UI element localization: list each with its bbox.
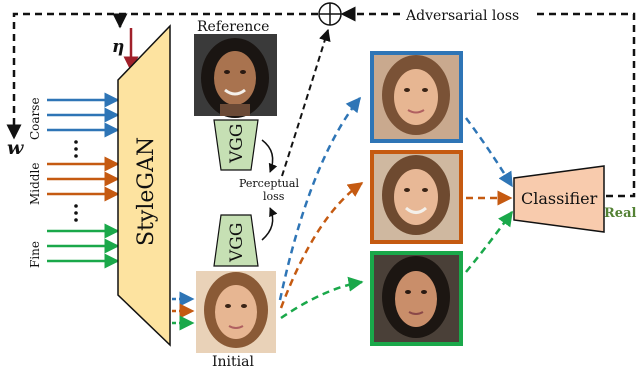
- perceptual-loss-label-1: Perceptual: [239, 177, 299, 190]
- coarse-face-to-classifier-arrow: [464, 117, 514, 188]
- vgg-top-label: VGG: [227, 124, 247, 164]
- real-label: Real: [604, 206, 636, 221]
- stylegan-block: [117, 24, 171, 347]
- vgg-bottom-to-loss-arrow: [261, 207, 278, 241]
- circled-plus-icon: [318, 2, 342, 26]
- initial-to-middle-face-arrow: [279, 181, 364, 309]
- coarse-input-arrows: [47, 92, 120, 138]
- vgg-bottom-block: [213, 214, 259, 267]
- fine-label: Fine: [28, 241, 42, 268]
- adversarial-feedback-line: [340, 6, 636, 198]
- initial-to-coarse-face-arrow: [278, 96, 361, 301]
- middle-input-arrows: [47, 156, 120, 202]
- middle-result-face-image: [370, 150, 463, 244]
- classifier-block: [513, 165, 605, 233]
- coarse-result-face-image: [370, 51, 463, 143]
- adversarial-loss-label: Adversarial loss: [405, 8, 519, 24]
- fine-face-to-classifier-arrow: [465, 210, 514, 273]
- reference-face-image: [194, 34, 277, 118]
- update-w-line: [6, 12, 318, 140]
- classifier-label: Classifier: [521, 189, 598, 208]
- fine-result-face-image: [370, 251, 463, 346]
- perceptual-loss-label-2: loss: [263, 190, 285, 203]
- reference-label: Reference: [197, 19, 269, 35]
- middle-label: Middle: [28, 163, 42, 205]
- stylegan-label: StyleGAN: [134, 137, 159, 246]
- initial-label: Initial: [212, 354, 254, 370]
- perceptual-to-sum-line: [281, 28, 331, 177]
- fine-input-arrows: [47, 223, 120, 269]
- vertical-ellipsis-icon: [74, 140, 78, 158]
- vgg-top-block: [213, 119, 259, 171]
- vgg-bottom-label: VGG: [227, 223, 247, 263]
- initial-to-fine-face-arrow: [280, 276, 364, 320]
- w-label: w: [7, 137, 24, 159]
- vgg-top-to-loss-arrow: [261, 139, 278, 173]
- vertical-ellipsis-icon: [74, 204, 78, 222]
- eta-label: η: [112, 37, 124, 57]
- coarse-label: Coarse: [28, 97, 42, 140]
- initial-face-image: [196, 271, 276, 353]
